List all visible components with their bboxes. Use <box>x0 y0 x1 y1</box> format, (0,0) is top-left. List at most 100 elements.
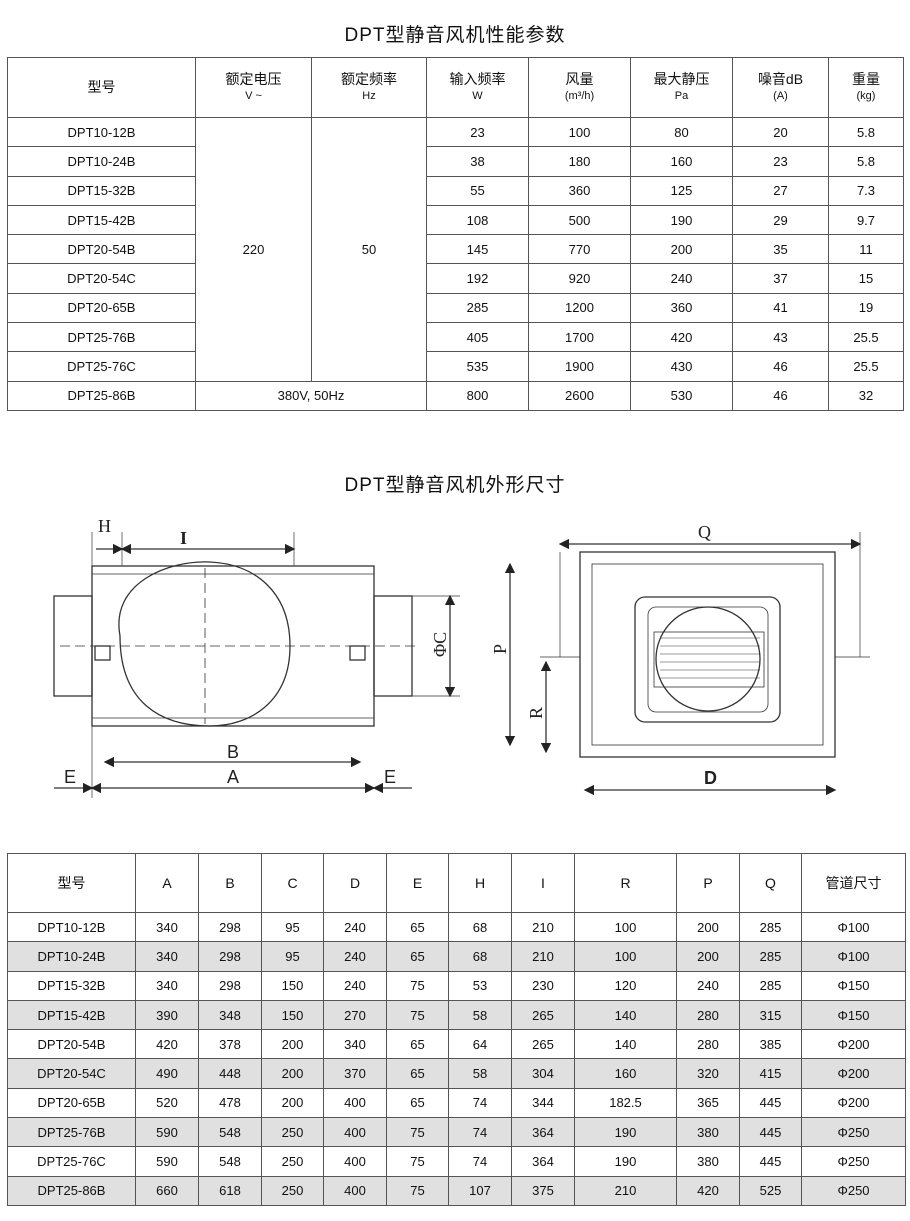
dims-cell: 140 <box>574 1029 677 1060</box>
dims-cell: 548 <box>198 1117 262 1148</box>
dims-cell: DPT20-65B <box>7 1087 136 1119</box>
dims-cell: 380 <box>676 1146 740 1177</box>
dims-cell: Φ150 <box>801 970 906 1001</box>
dims-cell: Φ200 <box>801 1029 906 1060</box>
dims-cell: 65 <box>386 941 449 972</box>
dims-col-header: H <box>448 853 512 913</box>
dims-cell: 95 <box>261 911 324 943</box>
dims-cell: 420 <box>676 1175 740 1206</box>
dims-cell: 445 <box>739 1146 802 1177</box>
dims-cell: 400 <box>323 1175 387 1206</box>
cell-weight: 5.8 <box>828 146 904 177</box>
cell-power: 145 <box>426 234 529 265</box>
label-a: A <box>227 767 239 787</box>
dims-cell: 400 <box>323 1087 387 1119</box>
dims-col-header: P <box>676 853 740 913</box>
cell-model: DPT25-76C <box>7 351 196 382</box>
dims-cell: 65 <box>386 1058 449 1089</box>
dims-cell: 320 <box>676 1058 740 1089</box>
cell-pressure: 160 <box>630 146 733 177</box>
dims-cell: 200 <box>261 1029 324 1060</box>
dims-cell: Φ250 <box>801 1175 906 1206</box>
dims-cell: 364 <box>511 1146 575 1177</box>
dims-cell: 448 <box>198 1058 262 1089</box>
cell-flow: 1700 <box>528 322 631 353</box>
cell-pressure: 200 <box>630 234 733 265</box>
cell-pressure: 420 <box>630 322 733 353</box>
dims-cell: 100 <box>574 941 677 972</box>
cell-flow: 1900 <box>528 351 631 382</box>
dims-cell: Φ250 <box>801 1117 906 1148</box>
cell-model: DPT20-65B <box>7 292 196 324</box>
dims-cell: 75 <box>386 1117 449 1148</box>
dims-cell: 280 <box>676 1029 740 1060</box>
label-d: D <box>704 768 717 788</box>
cell-flow: 1200 <box>528 292 631 324</box>
label-e-right: E <box>384 767 396 787</box>
dims-cell: 68 <box>448 941 512 972</box>
dims-cell: 660 <box>135 1175 199 1206</box>
cell-weight: 19 <box>828 292 904 324</box>
dims-cell: 478 <box>198 1087 262 1119</box>
label-h: H <box>98 516 111 536</box>
dims-cell: 65 <box>386 1087 449 1119</box>
dims-cell: 415 <box>739 1058 802 1089</box>
dims-cell: 304 <box>511 1058 575 1089</box>
dims-cell: 364 <box>511 1117 575 1148</box>
cell-power: 23 <box>426 116 529 148</box>
cell-weight: 25.5 <box>828 351 904 382</box>
dims-col-header: E <box>386 853 449 913</box>
dims-cell: 100 <box>574 911 677 943</box>
dims-cell: 250 <box>261 1146 324 1177</box>
cell-weight: 9.7 <box>828 204 904 236</box>
dims-cell: 340 <box>323 1029 387 1060</box>
dims-cell: 120 <box>574 970 677 1001</box>
dims-cell: 380 <box>676 1117 740 1148</box>
dims-cell: 107 <box>448 1175 512 1206</box>
cell-weight: 5.8 <box>828 116 904 148</box>
dims-cell: 270 <box>323 999 387 1031</box>
label-c: ΦC <box>430 632 450 657</box>
dims-cell: DPT20-54C <box>7 1058 136 1089</box>
dims-cell: 445 <box>739 1117 802 1148</box>
cell-noise: 41 <box>732 292 829 324</box>
dims-cell: 75 <box>386 1146 449 1177</box>
cell-weight: 15 <box>828 263 904 294</box>
cell-noise: 46 <box>732 351 829 382</box>
dims-cell: 390 <box>135 999 199 1031</box>
dims-cell: DPT20-54B <box>7 1029 136 1060</box>
cell-power: 405 <box>426 322 529 353</box>
cell-weight: 32 <box>828 380 904 411</box>
dims-cell: 548 <box>198 1146 262 1177</box>
cell-pressure: 125 <box>630 175 733 206</box>
dims-cell: 75 <box>386 1175 449 1206</box>
dimensions-title: DPT型静音风机外形尺寸 <box>344 475 566 496</box>
dims-cell: 445 <box>739 1087 802 1119</box>
dims-cell: 315 <box>739 999 802 1031</box>
cell-frequency: 50 <box>311 117 427 382</box>
dims-cell: 280 <box>676 999 740 1031</box>
dims-cell: 210 <box>511 941 575 972</box>
dims-cell: 285 <box>739 970 802 1001</box>
cell-power: 800 <box>426 380 529 411</box>
dimension-drawing: H I ΦC B A E E P R Q D <box>53 516 870 798</box>
dims-cell: 378 <box>198 1029 262 1060</box>
dims-cell: 95 <box>261 941 324 972</box>
cell-noise: 35 <box>732 234 829 265</box>
cell-flow: 920 <box>528 263 631 294</box>
dims-cell: 400 <box>323 1146 387 1177</box>
dims-cell: 200 <box>261 1087 324 1119</box>
dims-cell: 74 <box>448 1146 512 1177</box>
cell-pressure: 190 <box>630 204 733 236</box>
